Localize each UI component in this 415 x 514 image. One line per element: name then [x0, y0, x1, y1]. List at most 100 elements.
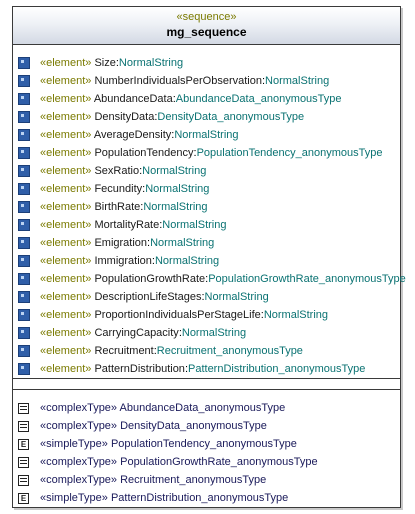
element-text: «element» NumberIndividualsPerObservatio…: [40, 75, 330, 87]
element-icon: [18, 363, 30, 375]
element-text: «element» MortalityRate:NormalString: [40, 219, 227, 231]
type-text: «complexType» PopulationGrowthRate_anony…: [40, 453, 318, 471]
type-stereotype: «simpleType»: [40, 438, 108, 450]
element-stereotype: «element»: [40, 309, 92, 321]
element-stereotype: «element»: [40, 129, 92, 141]
element-type: PopulationTendency_anonymousType: [196, 147, 383, 159]
element-text: «element» DensityData:DensityData_anonym…: [40, 111, 305, 123]
element-name: Size: [94, 57, 116, 69]
element-icon: [18, 327, 30, 339]
element-text: «element» Recruitment:Recruitment_anonym…: [40, 345, 303, 357]
element-type: AbundanceData_anonymousType: [175, 93, 342, 105]
type-text: «complexType» Recruitment_anonymousType: [40, 471, 266, 489]
type-text: «complexType» AbundanceData_anonymousTyp…: [40, 399, 285, 417]
type-name: PopulationTendency_anonymousType: [110, 438, 297, 450]
element-type: NormalString: [143, 201, 208, 213]
class-title: mg_sequence: [166, 25, 247, 39]
element-stereotype: «element»: [40, 273, 92, 285]
element-name: Immigration: [94, 255, 152, 267]
complex-type-icon: [18, 457, 29, 468]
element-text: «element» Emigration:NormalString: [40, 237, 215, 249]
element-icon: [18, 183, 30, 195]
element-text: «element» BirthRate:NormalString: [40, 201, 208, 213]
element-icon: [18, 255, 30, 267]
element-name: NumberIndividualsPerObservation: [94, 75, 262, 87]
element-name: ProportionIndividualsPerStageLife: [94, 309, 261, 321]
element-name: DensityData: [94, 111, 155, 123]
element-stereotype: «element»: [40, 255, 92, 267]
element-icon: [18, 147, 30, 159]
element-icon: [18, 93, 30, 105]
type-stereotype: «complexType»: [40, 420, 118, 432]
type-stereotype: «complexType»: [40, 456, 118, 468]
element-icon: [18, 291, 30, 303]
class-header: «sequence» mg_sequence: [13, 7, 400, 45]
element-name: Recruitment: [94, 345, 154, 357]
element-stereotype: «element»: [40, 183, 92, 195]
element-text: «element» Size:NormalString: [40, 57, 184, 69]
element-type: NormalString: [150, 237, 215, 249]
type-name: PatternDistribution_anonymousType: [110, 492, 289, 504]
element-text: «element» PatternDistribution:PatternDis…: [40, 363, 366, 375]
type-stereotype: «complexType»: [40, 402, 118, 414]
element-icon: [18, 165, 30, 177]
element-icon: [18, 219, 30, 231]
type-name: DensityData_anonymousType: [120, 420, 267, 432]
element-name: BirthRate: [94, 201, 141, 213]
element-stereotype: «element»: [40, 75, 92, 87]
type-stereotype: «complexType»: [40, 474, 118, 486]
simple-type-icon: E: [18, 439, 29, 450]
type-text: «simpleType» PopulationTendency_anonymou…: [40, 435, 297, 453]
element-name: AbundanceData: [93, 93, 173, 105]
element-type: DensityData_anonymousType: [157, 111, 305, 123]
element-icon: [18, 129, 30, 141]
type-name: PopulationGrowthRate_anonymousType: [120, 456, 318, 468]
element-text: «element» Immigration:NormalString: [40, 255, 220, 267]
element-type: NormalString: [174, 129, 239, 141]
element-name: Fecundity: [94, 183, 143, 195]
element-name: DescriptionLifeStages: [94, 291, 202, 303]
element-icon: [18, 111, 30, 123]
element-type: NormalString: [181, 327, 247, 339]
element-icon: [18, 345, 30, 357]
element-stereotype: «element»: [40, 219, 92, 231]
operations-compartment: [13, 379, 400, 390]
element-text: «element» SexRatio:NormalString: [40, 165, 207, 177]
element-text: «element» PopulationTendency:PopulationT…: [40, 147, 383, 159]
element-stereotype: «element»: [40, 165, 92, 177]
type-stereotype: «simpleType»: [40, 492, 108, 504]
element-stereotype: «element»: [40, 237, 92, 249]
uml-class-box[interactable]: «sequence» mg_sequence «element» Size:No…: [12, 6, 406, 508]
element-stereotype: «element»: [40, 327, 92, 339]
element-type: NormalString: [118, 57, 184, 69]
element-name: MortalityRate: [94, 219, 160, 231]
element-text: «element» CarryingCapacity:NormalString: [40, 327, 247, 339]
complex-type-icon: [18, 421, 29, 432]
element-type: NormalString: [204, 291, 269, 303]
element-type: NormalString: [263, 309, 329, 321]
class-stereotype: «sequence»: [176, 11, 237, 23]
element-text: «element» AverageDensity:NormalString: [40, 129, 239, 141]
element-stereotype: «element»: [40, 147, 92, 159]
element-stereotype: «element»: [40, 57, 92, 69]
element-name: Emigration: [94, 237, 148, 249]
element-text: «element» ProportionIndividualsPerStageL…: [40, 309, 329, 321]
element-name: PopulationTendency: [94, 147, 194, 159]
element-icon: [18, 309, 30, 321]
element-icon: [18, 273, 30, 285]
element-text: «element» PopulationGrowthRate:Populatio…: [40, 273, 406, 285]
element-stereotype: «element»: [40, 291, 92, 303]
type-text: «complexType» DensityData_anonymousType: [40, 417, 267, 435]
element-stereotype: «element»: [40, 111, 92, 123]
type-name: Recruitment_anonymousType: [120, 474, 267, 486]
element-type: NormalString: [162, 219, 227, 231]
nested-types-compartment: «complexType» AbundanceData_anonymousTyp…: [13, 390, 400, 507]
element-type: NormalString: [265, 75, 330, 87]
element-type: NormalString: [145, 183, 210, 195]
complex-type-icon: [18, 475, 29, 486]
element-text: «element» DescriptionLifeStages:NormalSt…: [40, 291, 269, 303]
element-text: «element» AbundanceData:AbundanceData_an…: [40, 93, 342, 105]
element-name: AverageDensity: [93, 129, 172, 141]
element-icon: [18, 237, 30, 249]
element-stereotype: «element»: [40, 201, 92, 213]
